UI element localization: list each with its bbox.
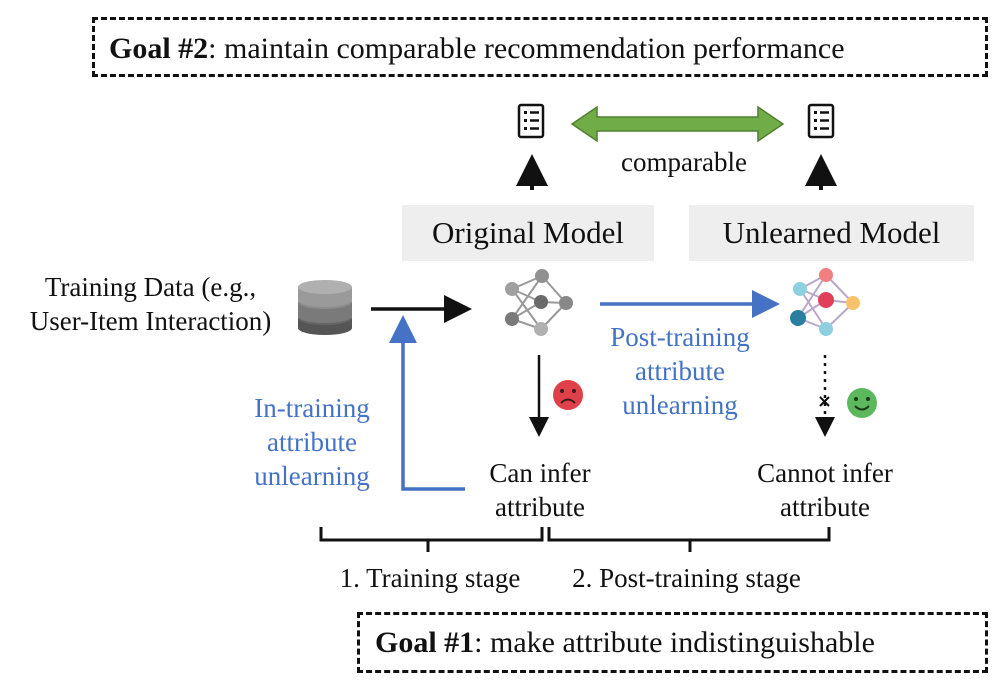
neural-network-icon	[790, 268, 860, 336]
stage1-label: 1. Training stage	[339, 563, 521, 593]
goal1-label: Goal #1	[375, 626, 475, 659]
goal2-desc: : maintain comparable recommendation per…	[208, 32, 845, 65]
goal1-box	[357, 612, 988, 673]
stage1-brace	[319, 527, 544, 552]
goal1-text: Goal #1: make attribute indistinguishabl…	[375, 628, 875, 658]
comparable-double-arrow	[570, 105, 785, 143]
cross-mark-icon	[819, 396, 830, 407]
post-training-label: Post-training attribute unlearning	[590, 320, 770, 422]
post-training-line2: attribute	[635, 356, 725, 386]
in-training-line1: In-training	[254, 393, 370, 423]
smiley-face-icon	[847, 388, 877, 418]
in-training-arrow	[389, 315, 465, 491]
post-training-line3: unlearning	[622, 390, 738, 420]
comparable-label: comparable	[621, 147, 747, 177]
post-training-line1: Post-training	[610, 322, 750, 352]
stage2-brace	[547, 527, 831, 552]
can-infer-line2: attribute	[495, 492, 585, 522]
can-infer-line1: Can infer	[489, 458, 591, 488]
cannot-infer-line2: attribute	[780, 492, 870, 522]
goal2-label: Goal #2	[109, 32, 209, 65]
in-training-label: In-training attribute unlearning	[232, 391, 392, 493]
training-data-line2: User-Item Interaction)	[29, 306, 272, 336]
in-training-line2: attribute	[267, 427, 357, 457]
original-model-label: Original Model	[432, 215, 624, 250]
goal2-text: Goal #2: maintain comparable recommendat…	[109, 34, 845, 64]
in-training-line3: unlearning	[254, 461, 370, 491]
list-icon	[517, 103, 545, 139]
can-infer-label: Can infer attribute	[460, 456, 620, 524]
training-data-line1: Training Data (e.g.,	[44, 272, 257, 302]
original-model-box: Original Model	[402, 205, 654, 261]
goal2-box	[92, 17, 988, 77]
unlearned-model-label: Unlearned Model	[722, 215, 941, 250]
neural-network-icon	[505, 269, 573, 336]
stage2-label: 2. Post-training stage	[572, 563, 801, 593]
sad-face-icon	[553, 380, 583, 410]
training-data-label: Training Data (e.g., User-Item Interacti…	[8, 270, 293, 338]
cannot-infer-label: Cannot infer attribute	[735, 456, 915, 524]
goal1-desc: : make attribute indistinguishable	[474, 626, 875, 659]
unlearned-model-box: Unlearned Model	[689, 205, 974, 261]
cannot-infer-line1: Cannot infer	[757, 458, 893, 488]
list-icon	[807, 103, 835, 139]
database-icon	[298, 280, 352, 335]
